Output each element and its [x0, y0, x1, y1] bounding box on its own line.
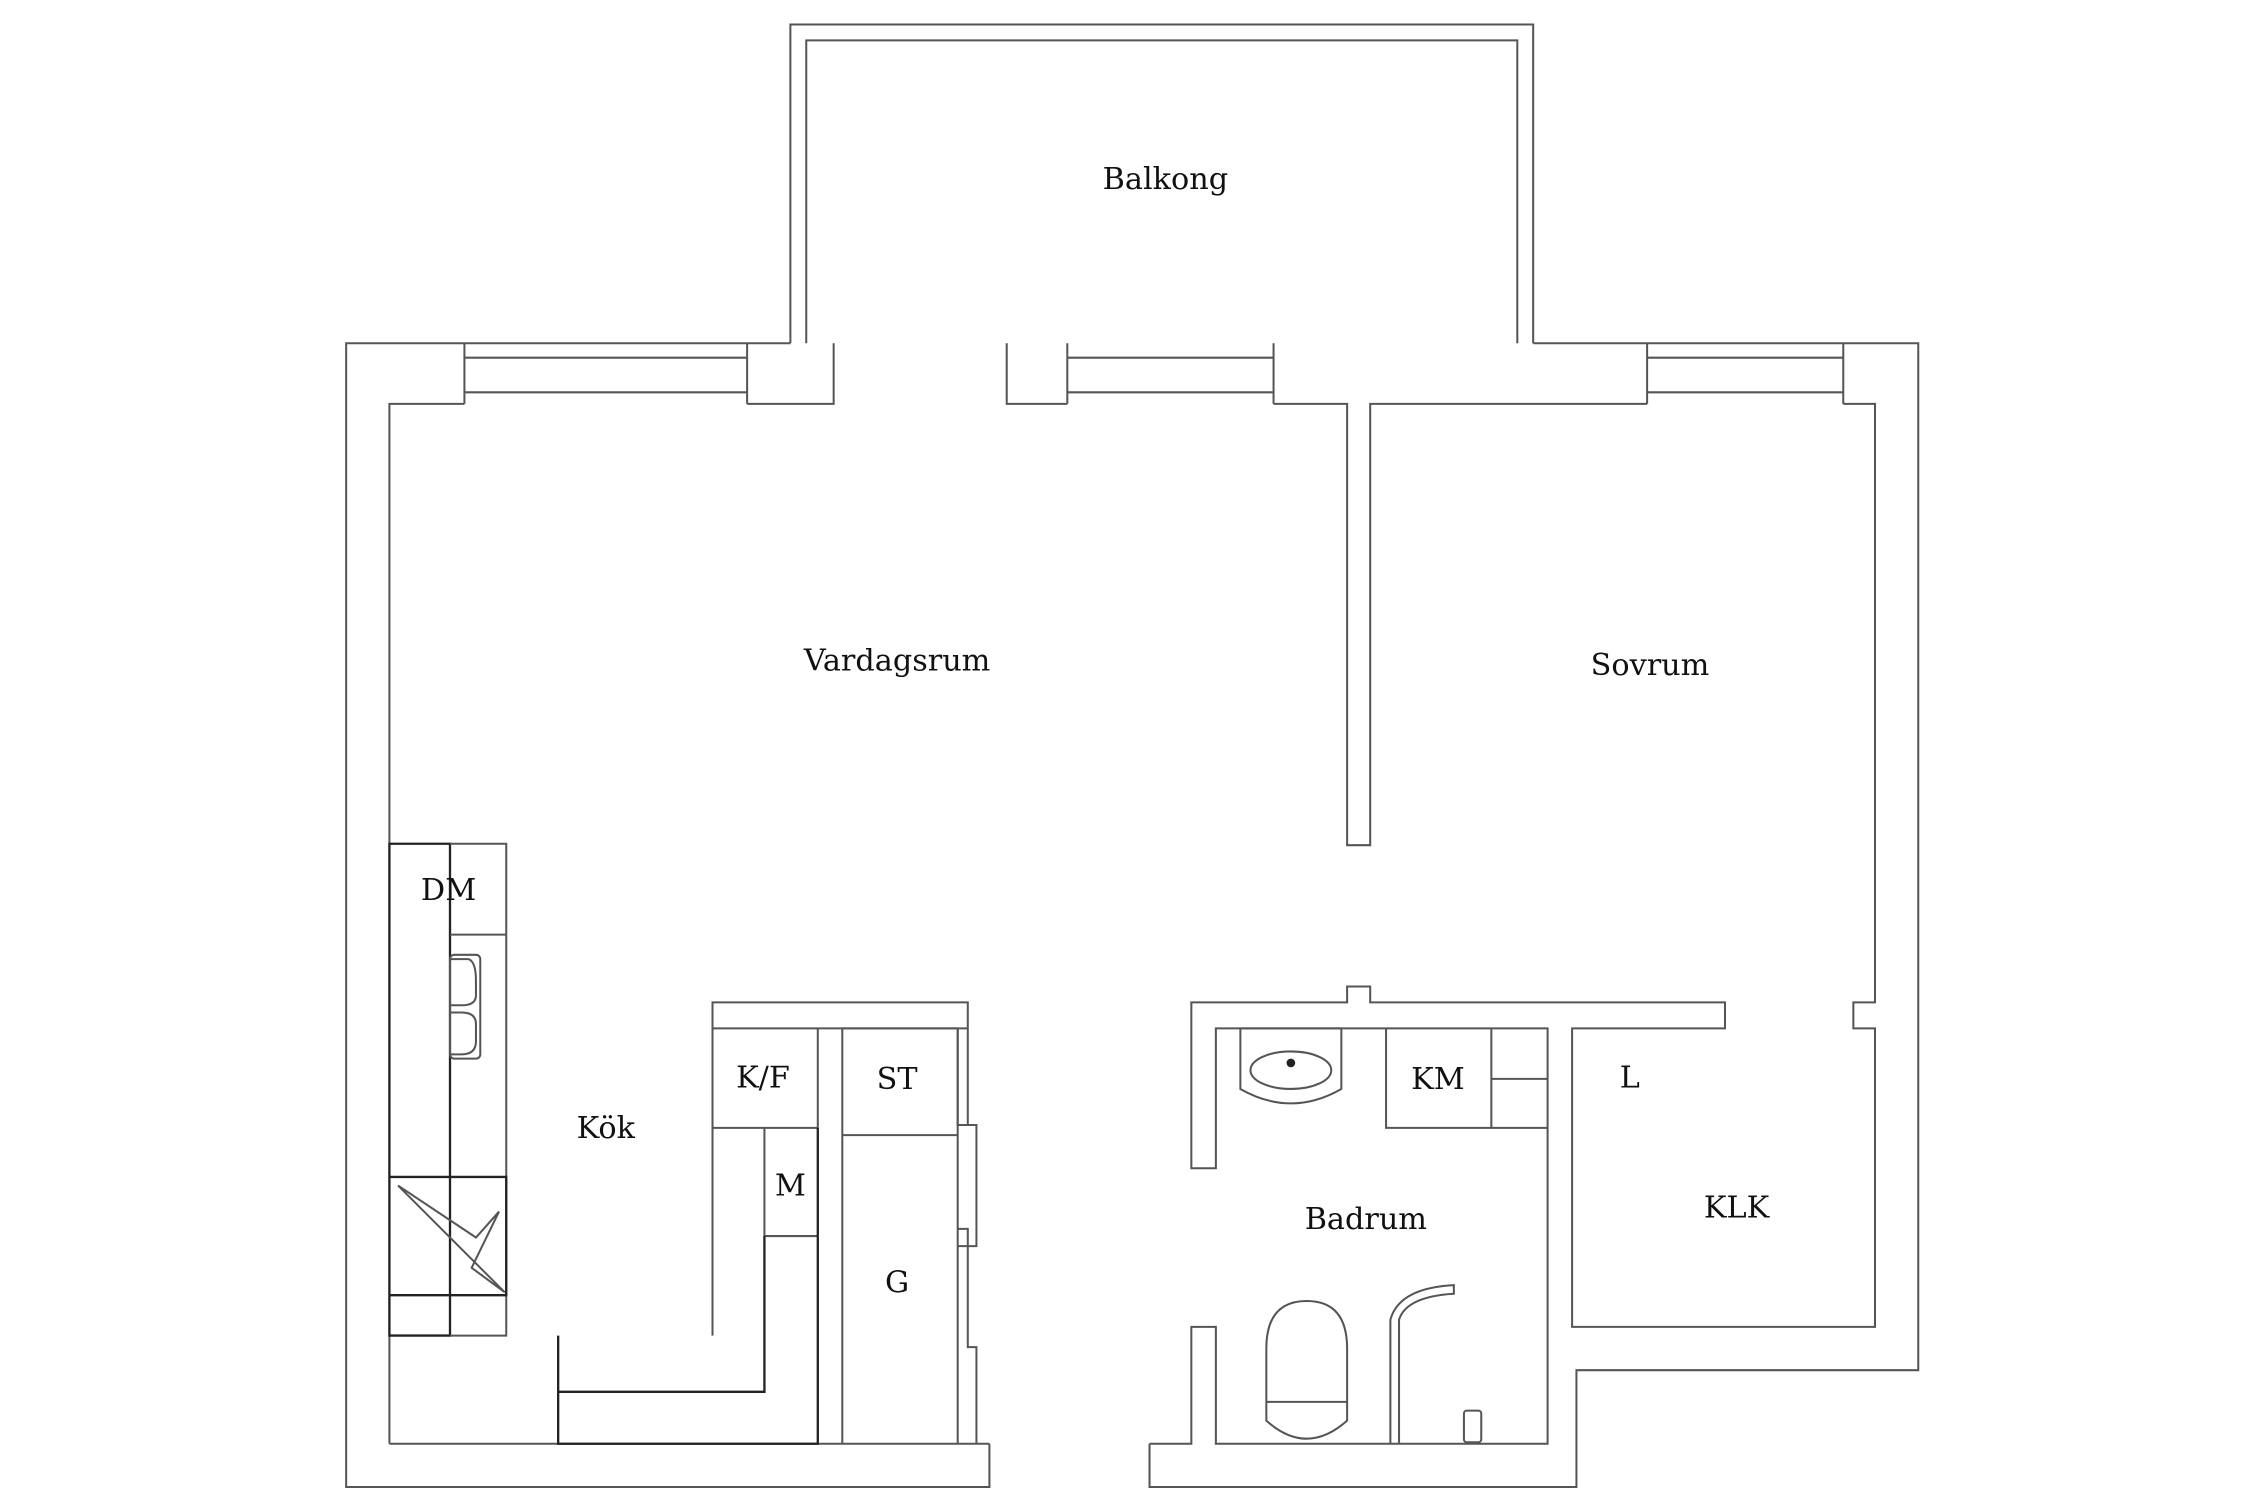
- bathroom-fixtures: [1239, 1027, 1548, 1444]
- kitchen-counters: [388, 842, 978, 1445]
- fixture-label-kf: K/F: [736, 1061, 790, 1096]
- balcony: [789, 23, 1535, 344]
- room-label-balkong: Balkong: [1103, 162, 1228, 197]
- fixture-label-dm: DM: [421, 873, 476, 908]
- outer-wall: [345, 342, 1920, 1489]
- fixture-label-km: KM: [1411, 1062, 1465, 1097]
- room-label-badrum: Badrum: [1305, 1202, 1427, 1237]
- windows: [463, 343, 1845, 404]
- room-label-kok: Kök: [577, 1111, 636, 1146]
- fixture-label-m: M: [775, 1169, 806, 1204]
- room-label-sovrum: Sovrum: [1591, 648, 1710, 683]
- inner-wall-top: [388, 343, 1877, 1445]
- fixture-label-g: G: [885, 1265, 909, 1300]
- room-label-klk: KLK: [1704, 1190, 1771, 1225]
- fixture-label-st: ST: [877, 1062, 918, 1097]
- fixture-label-l: L: [1620, 1061, 1640, 1096]
- room-label-vardagsrum: Vardagsrum: [803, 644, 991, 679]
